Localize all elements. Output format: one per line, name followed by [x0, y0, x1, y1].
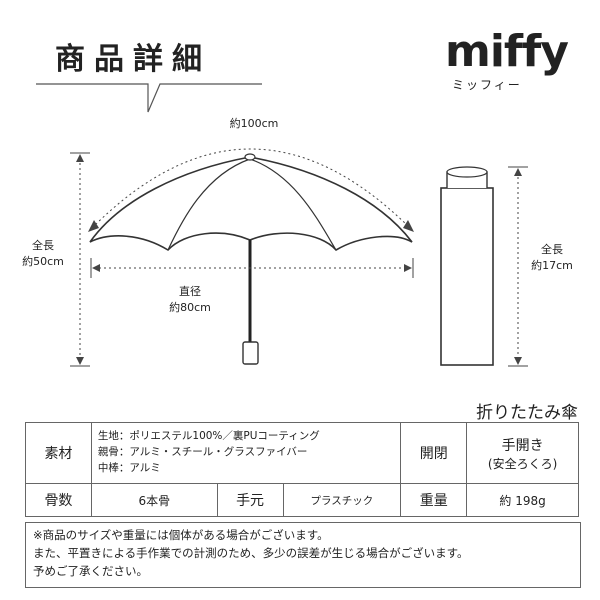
total-length-label: 全長 約50cm: [14, 238, 72, 270]
total-length-value: 約50cm: [22, 254, 64, 268]
folded-length-value: 約17cm: [531, 258, 573, 272]
note-line: ※商品のサイズや重量には個体がある場合がございます。: [33, 528, 329, 542]
brand-kana: ミッフィー: [452, 78, 522, 92]
folded-umbrella-label: 折りたたみ傘: [476, 403, 578, 423]
ribs-value: 6本骨: [90, 483, 218, 517]
spec-table: 素材 生地：ポリエステル100%／裏PUコーティング 親骨：アルミ・スチール・グ…: [25, 422, 579, 517]
brand-logo-text: miffy: [445, 26, 569, 77]
weight-value: 約 198g: [466, 483, 579, 517]
open-value: 手開き (安全ろくろ): [466, 422, 579, 484]
umbrella-diagram: [70, 148, 528, 367]
page-title: 商品詳細: [55, 42, 211, 77]
note-line: また、平置きによる手作業での計測のため、多少の誤差が生じる場合がございます。: [33, 545, 469, 560]
table-row: 骨数 6本骨 手元 プラスチック 重量 約 198g: [25, 483, 579, 517]
diameter-value: 約80cm: [169, 300, 211, 314]
table-row: 素材 生地：ポリエステル100%／裏PUコーティング 親骨：アルミ・スチール・グ…: [25, 422, 579, 484]
material-value: 生地：ポリエステル100%／裏PUコーティング 親骨：アルミ・スチール・グラスフ…: [90, 422, 402, 484]
open-value-sub: (安全ろくろ): [487, 456, 558, 471]
open-value-main: 手開き: [501, 437, 544, 454]
diameter-label: 直径 約80cm: [160, 284, 220, 316]
material-line: 中棒：アルミ: [97, 461, 161, 474]
weight-key: 重量: [400, 483, 468, 517]
diameter-title: 直径: [179, 285, 201, 298]
material-line: 親骨：アルミ・スチール・グラスファイバー: [97, 446, 308, 459]
ribs-key: 骨数: [25, 483, 92, 517]
material-line: 生地：ポリエステル100%／裏PUコーティング: [97, 430, 320, 443]
handle-key: 手元: [216, 483, 284, 517]
total-length-title: 全長: [32, 239, 54, 252]
folded-length-title: 全長: [541, 243, 563, 256]
note-line: 予めご了承ください。: [33, 563, 148, 578]
open-key: 開閉: [400, 422, 468, 484]
folded-length-label: 全長 約17cm: [524, 242, 580, 274]
handle-value: プラスチック: [282, 483, 402, 517]
disclaimer-note: ※商品のサイズや重量には個体がある場合がございます。 また、平置きによる手作業で…: [25, 522, 581, 588]
material-key: 素材: [25, 422, 92, 484]
width-arc-label: 約100cm: [229, 117, 279, 130]
title-underline-bubble: [36, 83, 262, 113]
